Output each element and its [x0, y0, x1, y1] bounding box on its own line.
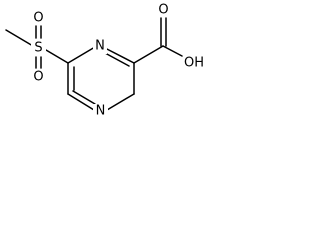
bond-sulfur-ring: [45, 49, 69, 64]
sulfonyl-oxygen-bottom-label: O: [33, 70, 43, 85]
bond-group: [5, 17, 183, 111]
ring-bond-n4-c5-inner: [72, 90, 96, 105]
carbonyl-oxygen-label: O: [158, 3, 168, 18]
bond-ring-carboxyl: [133, 45, 164, 64]
bond-carboxyl-hydroxyl: [162, 45, 183, 57]
ring-nitrogen-bottom-label: N: [96, 104, 106, 119]
hydroxyl-label: OH: [184, 56, 204, 71]
sulfur-mask: [31, 40, 46, 56]
bond-methyl-sulfur: [5, 29, 34, 47]
atom-label-group: S O O N N O OH: [31, 3, 204, 119]
ring-bond-c3-n4: [106, 93, 135, 111]
ring-nitrogen-bottom-mask: [93, 104, 108, 119]
ring-nitrogen-top-mask: [93, 39, 107, 54]
ring-bond-c6-n1: [67, 46, 96, 64]
ring-bond-n4-c5: [67, 93, 95, 111]
sulfonyl-oxygen-top-label: O: [33, 11, 43, 26]
ring-bond-n1-c2: [102, 46, 135, 64]
chemical-structure-diagram: S O O N N O OH: [5, 3, 204, 119]
ring-bond-n1-c2-inner: [104, 52, 130, 67]
ring-nitrogen-top-label: N: [95, 39, 105, 54]
sulfur-label: S: [34, 41, 42, 56]
